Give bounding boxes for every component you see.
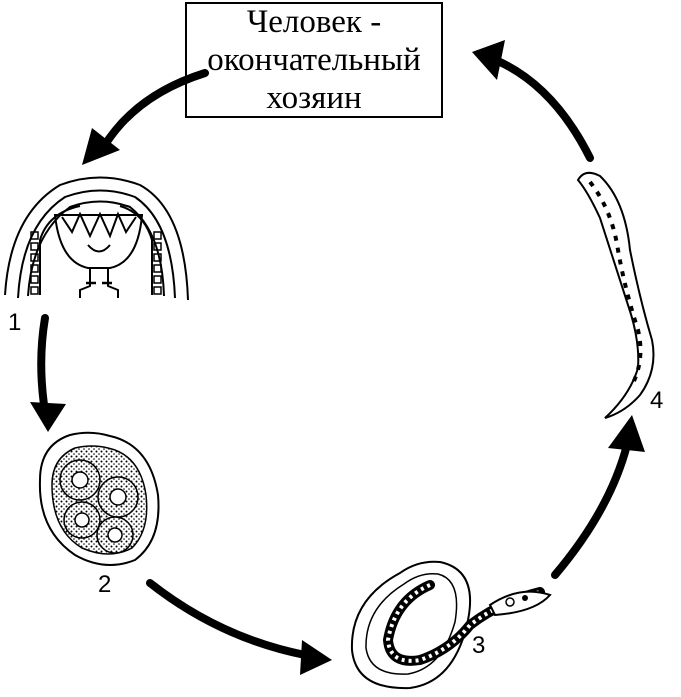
arrow-stage2-to-stage3 — [146, 579, 332, 675]
arrow-stage1-to-stage2 — [30, 314, 66, 432]
stage-number-2: 2 — [98, 571, 111, 598]
egg-icon — [38, 431, 160, 566]
stage-number-4: 4 — [650, 387, 663, 414]
adult-worm-head-icon — [4, 176, 189, 301]
arrow-host-to-stage1 — [82, 69, 209, 165]
stage-number-1: 1 — [8, 309, 21, 336]
title-line-3: хозяин — [266, 80, 362, 116]
title-line-2: окончательный — [207, 42, 421, 78]
title-line-1: Человек - — [246, 4, 382, 40]
stage-number-3: 3 — [472, 632, 485, 659]
arrow-stage3-to-stage4 — [551, 415, 645, 579]
larva-icon — [576, 171, 655, 419]
definitive-host-box: Человек - окончательный хозяин — [185, 2, 443, 118]
arrow-stage4-to-host — [472, 40, 594, 162]
hatching-larva-icon — [350, 560, 552, 690]
